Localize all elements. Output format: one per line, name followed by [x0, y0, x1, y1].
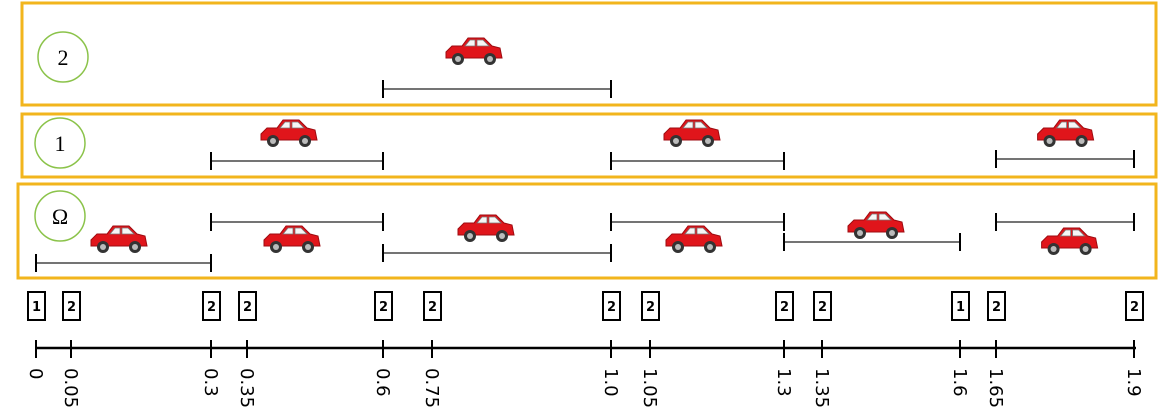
car-icon [1041, 227, 1099, 256]
axis-tick-label: 1.35 [811, 368, 832, 408]
row-1-interval [995, 150, 1135, 168]
axis-tick-label: 1.05 [639, 368, 660, 408]
marker-label: 2 [646, 300, 655, 315]
car-icon [457, 214, 515, 243]
marker-box: 2 [641, 291, 660, 321]
marker-box: 1 [27, 291, 46, 321]
row-1-interval [210, 152, 384, 170]
axis-tick-label: 1.3 [773, 368, 794, 397]
marker-label: 2 [607, 300, 616, 315]
omega-interval [35, 254, 212, 272]
omega-interval [382, 244, 612, 262]
axis-tick-label: 0.05 [60, 368, 81, 408]
axis-tick-label: 0.3 [200, 368, 221, 397]
number-axis: 0 0.05 0.3 0.35 0.6 0.75 1.0 1.05 1.3 1.35 1.6 1.65… [25, 340, 1144, 408]
marker-box: 2 [775, 291, 794, 321]
marker-box: 2 [1125, 291, 1144, 321]
marker-box: 1 [951, 291, 970, 321]
marker-box: 2 [374, 291, 393, 321]
car-icon [1037, 119, 1095, 148]
axis-tick-label: 1.6 [949, 368, 970, 397]
marker-label: 2 [818, 300, 827, 315]
row-omega-panel: Ω [16, 182, 1158, 280]
axis-tick-label: 0.35 [236, 368, 257, 408]
car-icon [665, 225, 723, 254]
omega-upper-interval [610, 213, 785, 231]
car-icon [263, 225, 321, 254]
marker-box: 2 [813, 291, 832, 321]
car-icon [847, 211, 905, 240]
row-1-label: 1 [55, 131, 66, 156]
axis-tick-label: 0 [25, 368, 46, 379]
omega-upper-interval [995, 213, 1135, 231]
row-1-interval [610, 152, 785, 170]
car-icon [260, 119, 318, 148]
axis-tick-label: 1.9 [1123, 368, 1144, 397]
marker-label: 1 [956, 300, 965, 315]
row-1-circle [34, 117, 86, 169]
omega-interval [783, 233, 961, 251]
axis-tick-label: 1.65 [985, 368, 1006, 408]
axis-tick-label: 0.75 [421, 368, 442, 408]
marker-box: 2 [602, 291, 621, 321]
marker-label: 2 [243, 300, 252, 315]
row-omega-circle [34, 190, 86, 242]
marker-box: 2 [987, 291, 1006, 321]
axis-tick-label: 1.0 [600, 368, 621, 397]
row-2-label: 2 [58, 45, 69, 70]
row-2-interval [382, 80, 612, 98]
axis-tick-label: 0.6 [372, 368, 393, 397]
marker-box: 2 [62, 291, 81, 321]
marker-label: 2 [207, 300, 216, 315]
omega-upper-interval [210, 213, 384, 231]
marker-boxes: 1 2 2 2 2 2 2 2 2 2 1 2 2 [27, 291, 1144, 321]
marker-box: 2 [238, 291, 257, 321]
marker-box: 2 [423, 291, 442, 321]
row-omega-label: Ω [52, 204, 68, 229]
car-icon [445, 37, 503, 66]
row-2-circle [37, 31, 89, 83]
car-icon [663, 119, 721, 148]
marker-label: 2 [428, 300, 437, 315]
marker-box: 2 [202, 291, 221, 321]
marker-label: 2 [780, 300, 789, 315]
marker-label: 2 [1130, 300, 1139, 315]
car-icon [90, 225, 148, 254]
marker-label: 2 [992, 300, 1001, 315]
row-1-panel: 1 [20, 112, 1158, 179]
marker-label: 2 [67, 300, 76, 315]
marker-label: 1 [32, 300, 41, 315]
row-2-panel: 2 [20, 1, 1158, 107]
marker-label: 2 [379, 300, 388, 315]
